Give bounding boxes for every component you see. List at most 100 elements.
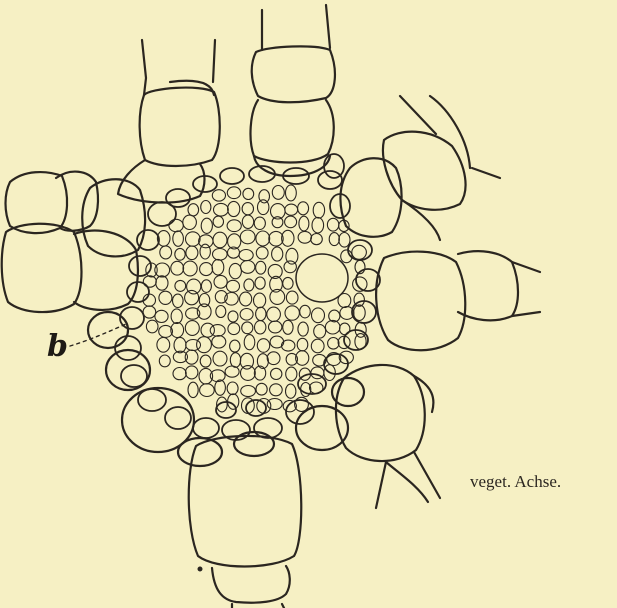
stele-cell xyxy=(240,230,255,244)
top-middle-cell-row xyxy=(251,5,335,176)
stele-cell xyxy=(175,248,185,260)
stele-cell xyxy=(215,380,226,395)
stele-cell xyxy=(175,280,186,291)
stele-cell xyxy=(242,203,253,215)
stele-cell xyxy=(228,201,240,216)
stele-cell xyxy=(352,245,367,259)
stele-cell xyxy=(216,306,226,318)
stele-cell xyxy=(155,310,168,322)
stele-cell xyxy=(201,218,212,233)
stele-cell xyxy=(228,311,238,322)
stele-cell xyxy=(271,368,282,379)
stele-cell xyxy=(256,307,266,320)
stele-cell xyxy=(254,366,265,380)
stele-cell xyxy=(171,261,184,275)
stele-cell xyxy=(200,244,210,259)
stele-cell xyxy=(244,335,255,350)
stele-cell xyxy=(242,398,255,414)
stele-cell xyxy=(227,187,240,199)
stele-cell xyxy=(329,233,339,246)
stele-cell xyxy=(228,323,240,335)
stele-cell xyxy=(314,325,326,339)
stele-cell xyxy=(256,383,267,395)
cell-label-b: b xyxy=(47,332,68,362)
stele-cell xyxy=(257,339,269,353)
stele-cell xyxy=(214,275,227,288)
stele-cell xyxy=(186,366,198,379)
stele-cell xyxy=(159,291,172,304)
stele-cell xyxy=(212,190,225,201)
stele-cell xyxy=(311,339,324,353)
stele-cell xyxy=(227,382,238,395)
stele-cell xyxy=(272,186,284,200)
stele-cell xyxy=(313,202,324,218)
stele-cell xyxy=(241,261,255,274)
label-leader-line xyxy=(70,324,126,346)
central-vessel xyxy=(296,254,348,302)
stele-cell xyxy=(230,340,240,352)
stele-cell xyxy=(183,215,197,229)
stele-cell xyxy=(267,399,282,410)
stele-cell xyxy=(300,305,311,318)
stele-cell xyxy=(186,246,198,260)
stele-cell xyxy=(286,291,298,304)
stele-cell xyxy=(240,292,252,306)
stele-cell xyxy=(258,200,269,215)
stele-cell xyxy=(256,231,270,246)
stele-cell xyxy=(328,338,339,350)
stele-cell xyxy=(327,218,338,231)
stele-cell xyxy=(199,235,213,248)
stele-cell xyxy=(286,185,297,201)
stele-cell xyxy=(256,247,268,259)
stele-cell xyxy=(186,232,201,246)
stele-cell xyxy=(355,334,366,350)
top-left-cell-row xyxy=(118,40,220,203)
stele-cell xyxy=(212,259,224,275)
stele-cell xyxy=(243,188,254,199)
stele-cell xyxy=(311,234,323,245)
stele-cell xyxy=(286,384,296,398)
stele-cell xyxy=(210,325,225,337)
stele-cell xyxy=(187,279,201,294)
stele-cell xyxy=(267,307,281,321)
stele-cell xyxy=(244,279,254,291)
stele-cell xyxy=(297,338,308,351)
stele-cell xyxy=(339,351,353,363)
stele-cell xyxy=(269,231,283,246)
stele-cell xyxy=(272,247,283,261)
stele-cell xyxy=(173,231,184,246)
stele-cell xyxy=(340,323,350,335)
stele-cell xyxy=(227,280,240,292)
stele-cell xyxy=(311,367,324,379)
stele-cell xyxy=(256,261,266,274)
stele-cell xyxy=(298,231,311,243)
top-right-cell-row xyxy=(340,96,500,240)
stele-cell xyxy=(213,249,228,261)
stele-cell xyxy=(283,320,293,334)
stele-cell xyxy=(282,340,295,351)
stele-cell xyxy=(242,215,253,228)
stele-cell xyxy=(285,204,298,215)
stele-cell xyxy=(188,382,198,397)
stele-cell xyxy=(299,216,309,231)
stele-cell xyxy=(171,309,182,324)
stele-cell xyxy=(354,305,366,321)
stele-cell xyxy=(156,276,168,290)
stele-cell xyxy=(270,384,283,396)
stele-cell xyxy=(213,351,227,366)
stele-cell xyxy=(239,250,253,261)
right-cell-row xyxy=(376,251,540,350)
stele-cell xyxy=(169,219,183,231)
stele-cell xyxy=(188,204,199,216)
stele-cell xyxy=(339,233,350,248)
stele-cell xyxy=(183,261,197,276)
stele-cell xyxy=(225,366,239,377)
stele-cell xyxy=(354,293,364,306)
stele-cell xyxy=(146,320,158,333)
stele-cell xyxy=(229,263,241,278)
stele-cell xyxy=(255,277,265,289)
stele-cell xyxy=(241,386,256,397)
stele-cell xyxy=(285,216,297,228)
stele-cell xyxy=(143,276,156,287)
